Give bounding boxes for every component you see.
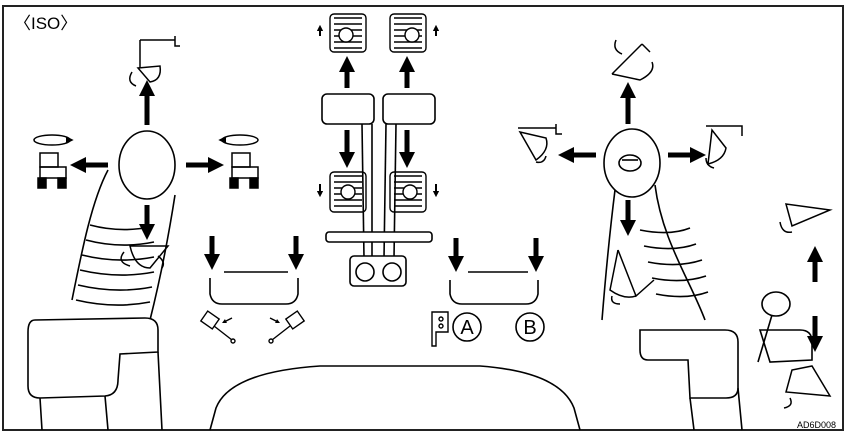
swing-right-icon <box>218 134 259 189</box>
figure-code: AD6D008 <box>797 420 836 430</box>
arm-in-icon <box>120 245 170 269</box>
boom-raise-icon <box>609 249 655 305</box>
travel-arrows <box>338 55 416 169</box>
pattern-b-badge: B <box>515 312 545 342</box>
operator-seat <box>209 365 581 431</box>
right-travel-pedal <box>382 93 436 125</box>
auxiliary-knob-lever <box>757 291 791 363</box>
left-pedal <box>203 236 305 305</box>
arm-out-icon <box>129 36 180 87</box>
iso-standard-label: 〈ISO〉 <box>14 14 77 33</box>
crawler-forward-right-icon <box>389 13 440 53</box>
boom-offset-left-icon <box>199 310 236 344</box>
pattern-a-label: A <box>460 317 474 339</box>
right-control-lever <box>601 128 709 321</box>
pattern-a-badge: A <box>452 312 482 342</box>
crawler-reverse-left-icon <box>316 171 367 213</box>
pattern-b-label: B <box>523 317 536 339</box>
crawler-reverse-right-icon <box>389 171 440 213</box>
crawler-forward-left-icon <box>316 13 367 53</box>
pattern-select-icon <box>431 311 449 347</box>
diagram-frame <box>2 5 844 431</box>
left-lever-arrows <box>69 79 225 241</box>
blade-lower-icon <box>783 365 832 409</box>
left-control-lever <box>71 130 176 321</box>
boom-offset-right-icon <box>268 310 306 344</box>
right-lever-arrows <box>557 81 707 237</box>
blade-raise-icon <box>779 203 833 234</box>
left-lever-knob <box>118 130 176 200</box>
right-armrest-console <box>639 329 813 431</box>
swing-left-icon <box>33 134 74 189</box>
right-pedal <box>447 238 545 305</box>
bucket-dump-icon <box>705 125 743 169</box>
left-travel-pedal <box>321 93 375 125</box>
right-lever-knob <box>603 128 661 198</box>
left-armrest-console <box>27 317 163 431</box>
travel-levers <box>321 93 436 287</box>
bucket-dig-icon <box>518 124 562 164</box>
boom-lower-icon <box>611 39 654 81</box>
